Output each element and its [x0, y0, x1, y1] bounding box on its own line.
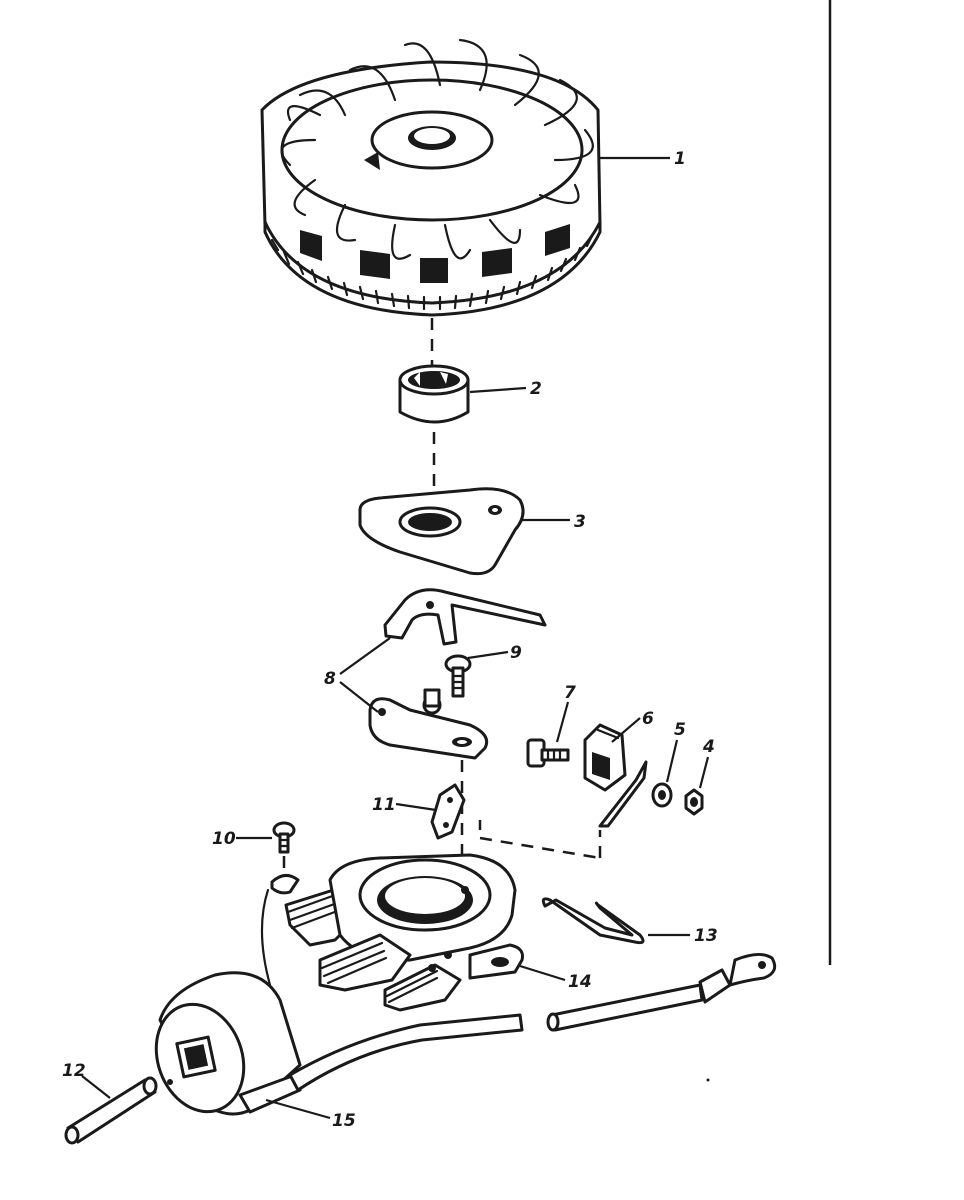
gasket-11 [430, 783, 466, 840]
svg-text:13: 13 [694, 926, 718, 946]
callout-8: 8 [324, 637, 391, 713]
ground-wire [288, 953, 777, 1092]
svg-text:5: 5 [674, 720, 686, 740]
svg-text:2: 2 [530, 379, 542, 399]
svg-text:14: 14 [568, 972, 592, 992]
svg-text:7: 7 [564, 683, 576, 703]
callout-5: 5 [665, 720, 686, 783]
svg-text:15: 15 [332, 1111, 356, 1131]
screw-9 [444, 654, 472, 698]
lead-wire [598, 760, 648, 828]
callout-15: 15 [265, 1098, 356, 1131]
svg-text:6: 6 [642, 709, 654, 729]
callout-14: 14 [519, 964, 592, 992]
insulator-block-6 [583, 723, 627, 792]
stator-plate-14 [284, 853, 524, 1012]
spring-clip-13 [541, 897, 645, 945]
spark-plug-lead-12 [64, 1076, 173, 1145]
callout-13: 13 [648, 926, 718, 946]
callout-11: 11 [372, 795, 437, 815]
callout-4: 4 [698, 737, 715, 789]
callout-9: 9 [467, 643, 522, 663]
collar [398, 364, 470, 424]
callout-2: 2 [469, 379, 542, 399]
callout-3: 3 [522, 512, 586, 532]
screw-10 [272, 821, 296, 854]
svg-text:10: 10 [212, 829, 236, 849]
cam-plate [358, 487, 525, 576]
ignition-coil-15 [154, 971, 302, 1116]
breaker-point-set [368, 588, 547, 760]
callout-12: 12 [62, 1061, 111, 1099]
svg-text:3: 3 [574, 512, 586, 532]
callout-7: 7 [555, 683, 576, 743]
assembly-guide-line [478, 820, 602, 860]
washer-5 [651, 782, 673, 808]
svg-text:4: 4 [702, 737, 715, 757]
svg-text:12: 12 [62, 1061, 86, 1081]
hold-down-clip [260, 874, 300, 987]
terminal-screw-7 [526, 738, 570, 768]
nut-4 [684, 788, 704, 816]
svg-text:1: 1 [674, 149, 686, 169]
stray-mark [706, 1078, 710, 1082]
callout-10: 10 [212, 829, 272, 849]
flywheel [260, 38, 602, 317]
callout-1: 1 [598, 149, 686, 169]
svg-text:9: 9 [510, 643, 522, 663]
callout-6: 6 [611, 709, 654, 743]
svg-text:8: 8 [324, 669, 336, 689]
svg-text:11: 11 [372, 795, 396, 815]
